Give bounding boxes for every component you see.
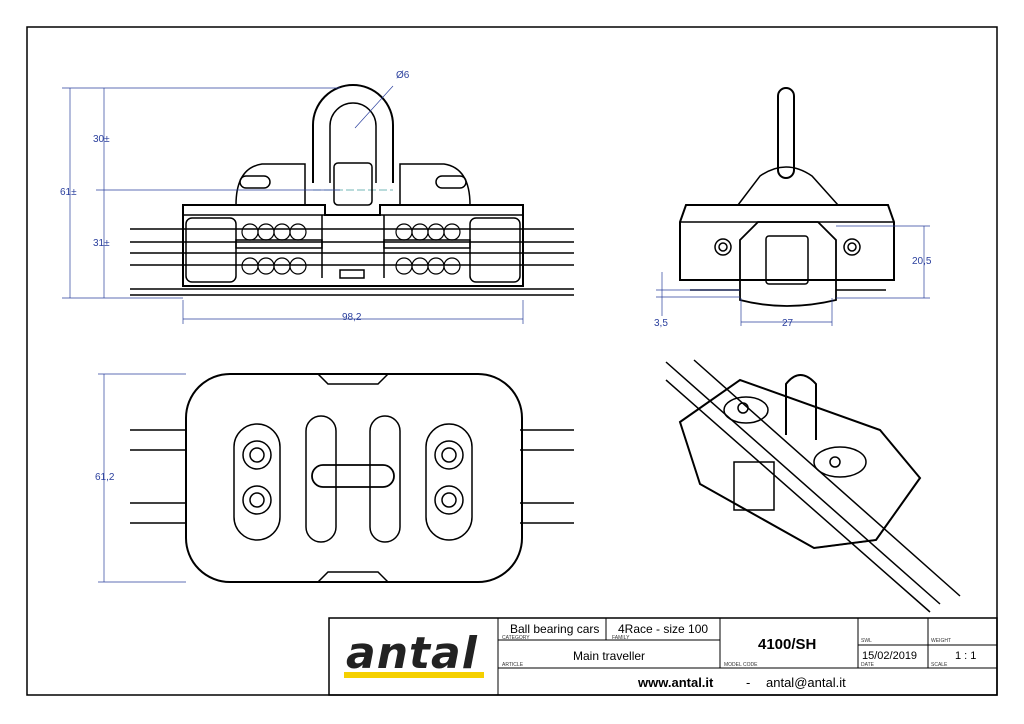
category-value: Ball bearing cars	[510, 622, 600, 636]
website-link[interactable]: www.antal.it	[638, 675, 714, 690]
scale-label: SCALE	[931, 662, 948, 668]
dim-upper-height: 30±	[93, 134, 110, 145]
dim-side-height: 20,5	[912, 256, 932, 267]
front-view-dimensions	[62, 85, 524, 324]
article-value: Main traveller	[573, 649, 646, 663]
email-link[interactable]: antal@antal.it	[766, 675, 846, 690]
article-label: ARTICLE	[502, 662, 524, 668]
date-value: 15/02/2019	[862, 650, 918, 662]
family-value: 4Race - size 100	[618, 622, 709, 636]
top-view	[130, 373, 574, 583]
logo-stripe	[344, 672, 484, 678]
dim-clearance: 3,5	[654, 318, 668, 329]
contact-separator: -	[746, 675, 751, 690]
swl-label: SWL	[861, 638, 872, 644]
side-view	[679, 87, 895, 307]
drawing-frame	[26, 26, 998, 696]
dim-width: 61,2	[95, 472, 115, 483]
model-code-value: 4100/SH	[758, 636, 817, 653]
isometric-view	[665, 359, 961, 613]
model-code-label: MODEL CODE	[724, 662, 758, 668]
antal-logo: antal	[346, 628, 478, 679]
side-view-dimensions	[656, 225, 930, 326]
dim-pin-diameter: Ø6	[396, 70, 410, 81]
top-view-dimensions	[98, 373, 186, 583]
category-label: CATEGORY	[502, 635, 530, 641]
weight-label: WEIGHT	[931, 638, 951, 644]
dim-length: 98,2	[342, 312, 362, 323]
dim-lower-height: 31±	[93, 238, 110, 249]
front-view	[130, 84, 574, 296]
scale-value: 1 : 1	[955, 650, 977, 662]
title-block	[328, 617, 998, 696]
date-label: DATE	[861, 662, 874, 668]
family-label: FAMILY	[612, 635, 630, 641]
dim-track-width: 27	[782, 318, 794, 329]
dim-total-height: 61±	[60, 187, 77, 198]
